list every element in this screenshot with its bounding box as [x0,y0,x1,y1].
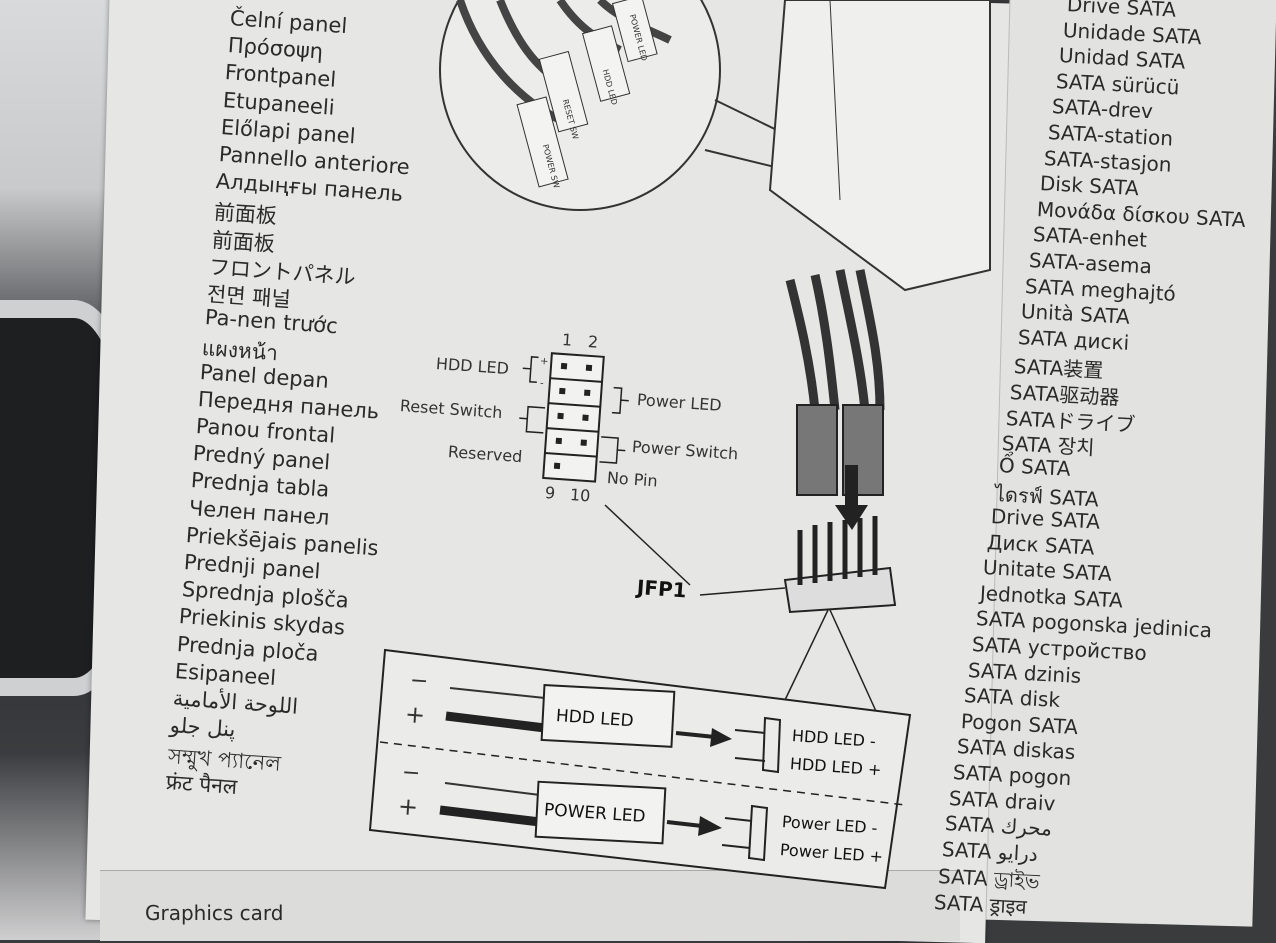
plug [796,404,838,496]
arrow-right-icon [698,816,722,836]
power-minus-sign: − [401,760,422,787]
pin-number-2: 2 [587,332,599,352]
hdd-plus-sign: + [404,700,427,730]
pin-number-1: 1 [561,330,573,350]
hdd-minus-sign: − [409,668,430,695]
arrow-right-icon [710,728,732,747]
cables [456,0,672,124]
pc-case [768,0,991,292]
arrow-down-icon [835,465,868,530]
label-plus: + [539,356,549,368]
pin-number-10: 10 [569,485,591,506]
footer-text: Graphics card [145,901,284,925]
connector-label-jfp1: JFP1 [636,575,688,603]
power-plus-sign: + [397,792,420,822]
label-no-pin: No Pin [606,468,659,491]
wiring-panel [368,648,912,890]
pin-number-9: 9 [544,483,556,503]
cable-plug [611,0,658,63]
cable-plug [581,25,631,102]
pin-header-diagram [519,352,629,483]
manual-bottom-fold: Graphics card [100,870,960,941]
label-minus: - [539,378,544,390]
cable-plug [538,50,589,133]
cable-plug [516,96,569,188]
